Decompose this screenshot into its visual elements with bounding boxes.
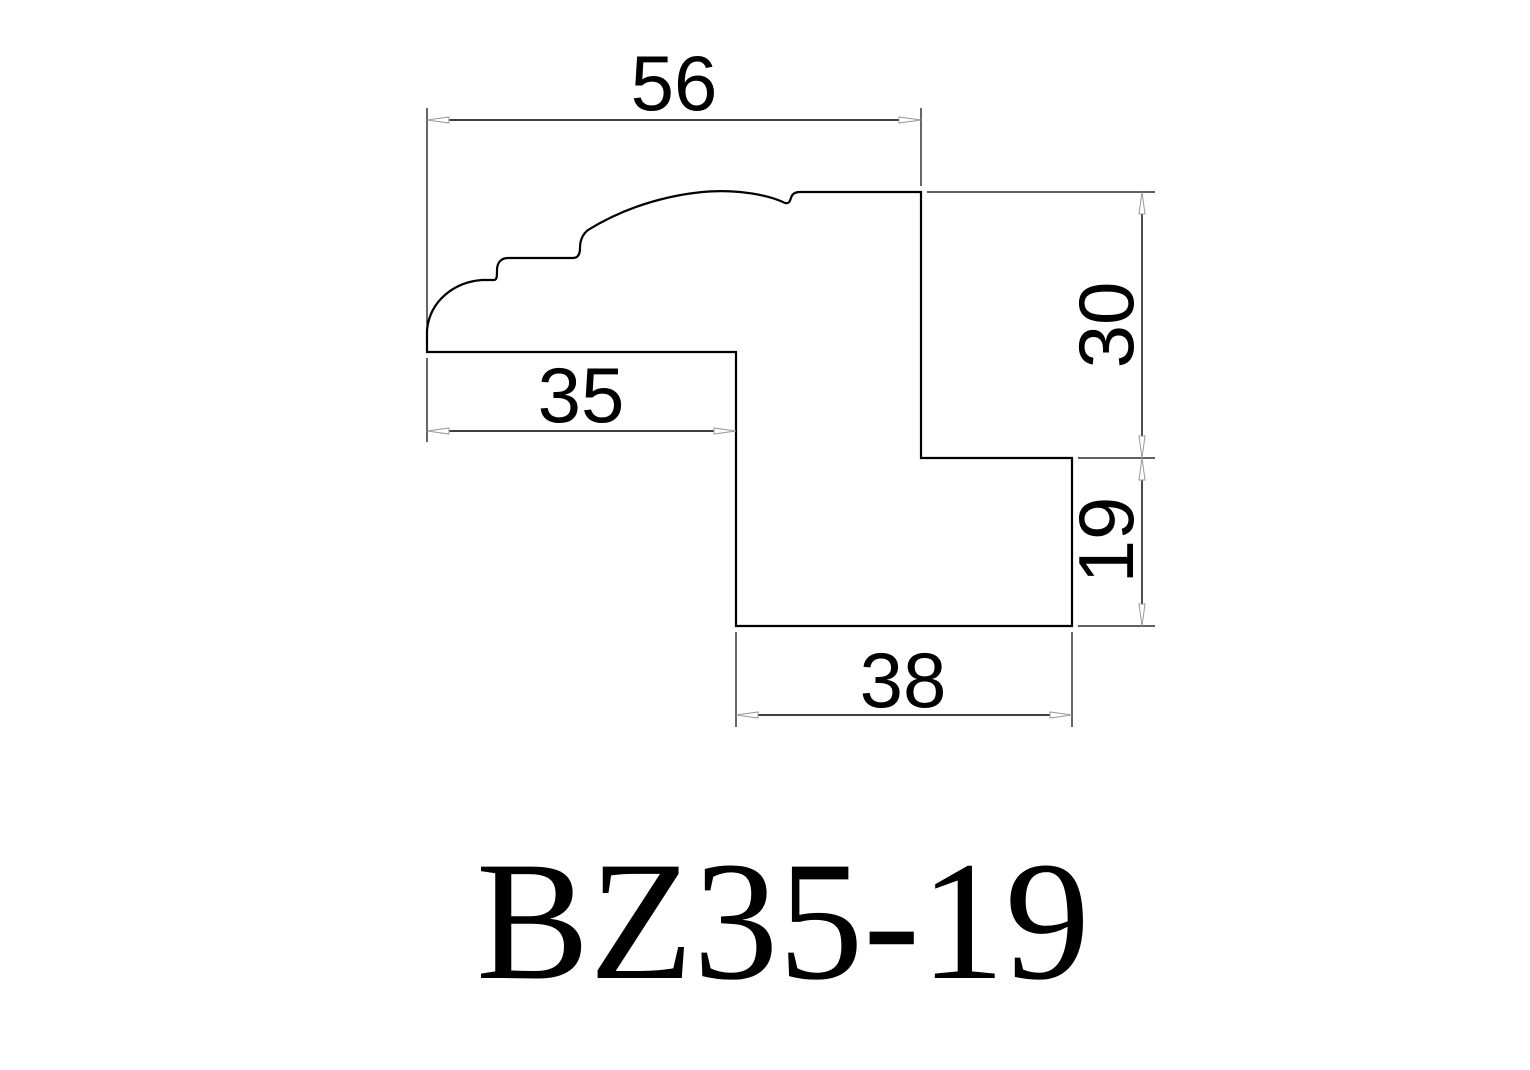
arrowhead-35-right: [713, 427, 737, 435]
arrowhead-19-top: [1138, 457, 1146, 481]
moulding-profile-outline: [425, 190, 1074, 628]
drawing-title: BZ35-19: [476, 827, 1090, 1015]
arrowhead-19-bottom: [1138, 603, 1146, 627]
arrowhead-30-top: [1138, 191, 1146, 215]
arrowhead-56-right: [898, 116, 922, 124]
dim-label-35: 35: [538, 351, 625, 439]
dim-label-19: 19: [1062, 497, 1150, 584]
arrowhead-30-bottom: [1138, 435, 1146, 459]
dim-label-38: 38: [860, 636, 947, 724]
dim-label-56: 56: [631, 39, 718, 127]
arrowhead-35-left: [426, 427, 450, 435]
arrowhead-38-left: [735, 711, 759, 719]
dim-label-30: 30: [1062, 282, 1150, 369]
arrowhead-38-right: [1049, 711, 1073, 719]
arrowhead-56-left: [426, 116, 450, 124]
